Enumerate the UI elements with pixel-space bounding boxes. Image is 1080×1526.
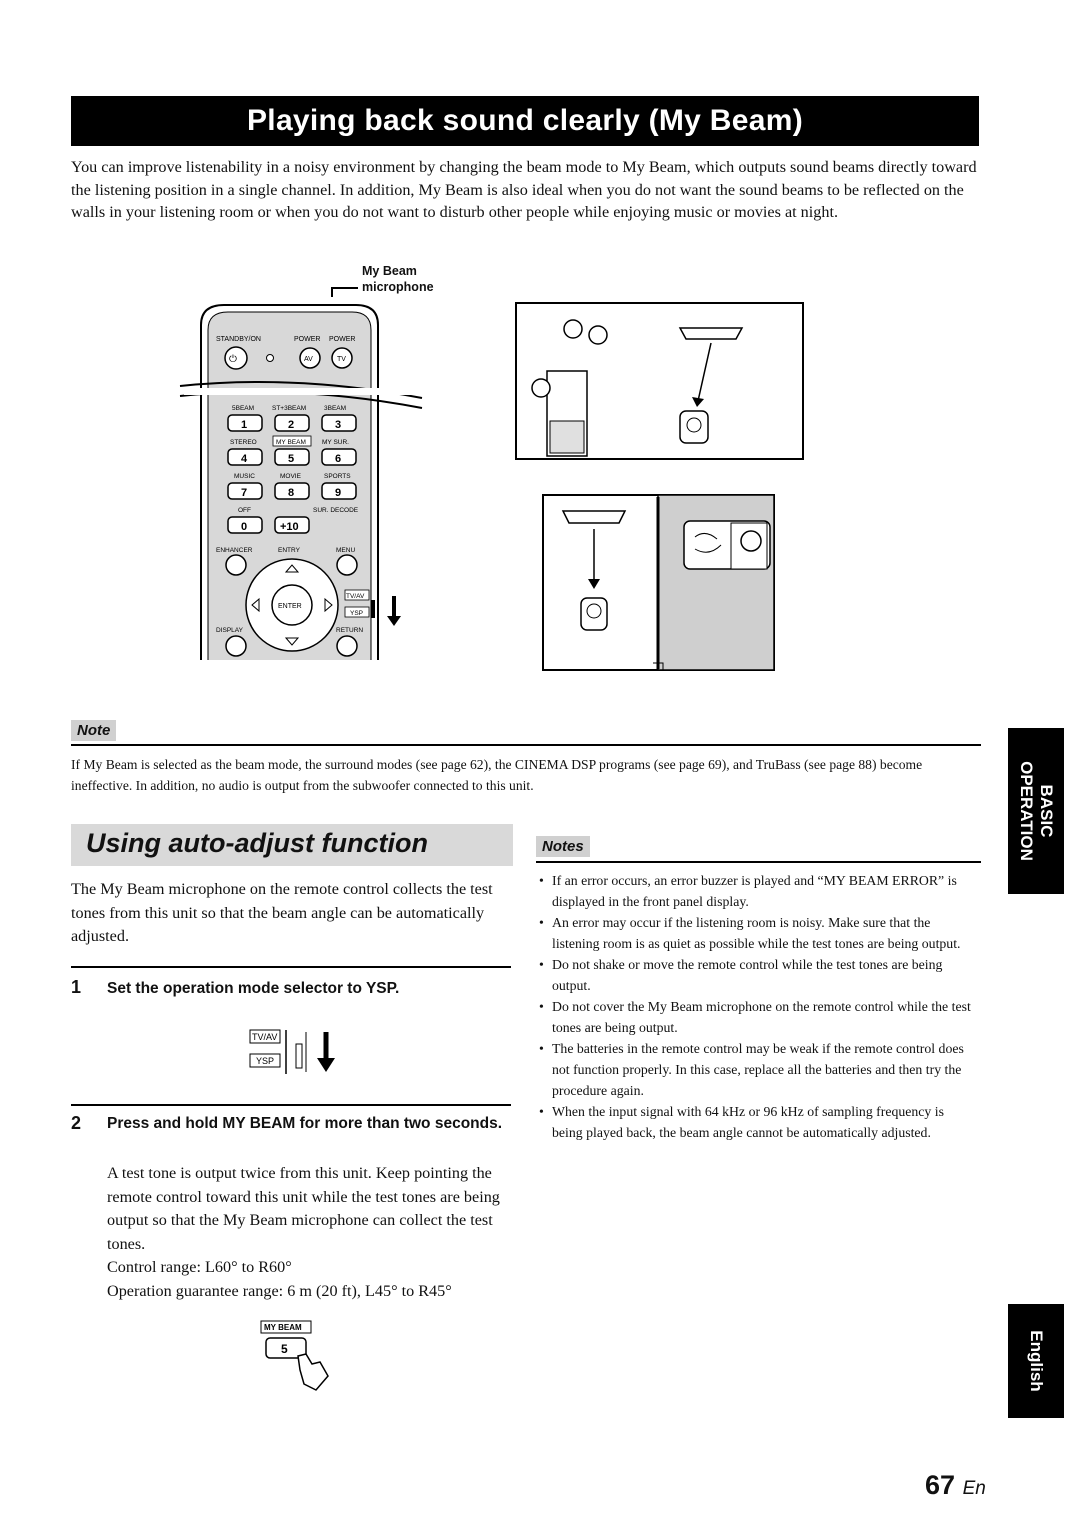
mybeam-key-label: MY BEAM [264,1323,302,1332]
key-label-mysur: MY SUR. [322,439,349,446]
notes-divider [536,861,981,863]
remote-standby-label: STANDBY/ON [216,336,261,343]
key-label-return: RETURN [336,627,363,634]
note-item: If an error occurs, an error buzzer is p… [536,870,976,912]
mybeam-key-figure: MY BEAM 5 [260,1320,329,1391]
key-9: 9 [335,487,341,499]
page-number-value: 67 [925,1470,956,1500]
note-text: If My Beam is selected as the beam mode,… [71,757,923,793]
key-5: 5 [288,453,294,465]
room-diagram-2 [542,494,775,671]
key-plus10: +10 [280,521,299,533]
note-label: Note [71,720,117,741]
side-tab-english: English [1008,1304,1064,1418]
side-tab-english-label: English [1027,1330,1046,1392]
key-label-surdecode: SUR. DECODE [313,507,359,514]
key-2: 2 [288,419,294,431]
key-label-music: MUSIC [234,473,255,480]
switch-label-ysp: YSP [350,610,363,617]
remote-power-av-label: POWER [294,336,320,343]
section-header-bg [71,824,513,866]
step-2-number: 2 [71,1113,82,1133]
intro-paragraph: You can improve listenability in a noisy… [71,158,977,221]
step-divider [71,1104,511,1106]
notes-heading: Notes [536,836,590,857]
key-label-3beam: 3BEAM [324,405,346,412]
key-7: 7 [241,487,247,499]
key-label-display: DISPLAY [216,627,244,634]
soundbar-icon [678,327,744,340]
control-range: Control range: L60° to R60° [107,1258,292,1276]
step-1-number: 1 [71,977,82,997]
key-label-st3beam: ST+3BEAM [272,405,306,412]
guarantee-range: Operation guarantee range: 6 m (20 ft), … [107,1281,452,1300]
listener-icon [740,530,762,552]
page-title: Playing back sound clearly (My Beam) [71,96,979,146]
key-label-5beam: 5BEAM [232,405,254,412]
page-number: 67 En [925,1470,986,1501]
step-divider [71,966,511,968]
step-1-text: Set the operation mode selector to YSP. [107,980,400,997]
key-label-off: OFF [238,507,251,514]
selector-label-tvav: TV/AV [252,1032,277,1042]
note-item: Do not cover the My Beam microphone on t… [536,996,976,1038]
remote-tv-label: TV [337,356,346,363]
key-8: 8 [288,487,294,499]
key-label-menu: MENU [336,547,355,554]
key-4: 4 [241,453,248,465]
soundbar-icon [561,510,627,524]
note-heading: Note [71,720,117,741]
figure-callout: My Beam microphone [362,263,434,295]
mybeam-key-5: 5 [281,1342,288,1356]
step-2-body: A test tone is output twice from this un… [107,1162,517,1303]
notes-list: If an error occurs, an error buzzer is p… [536,870,976,1143]
side-tab-basic-operation: BASIC OPERATION [1008,728,1064,894]
note-item: Do not shake or move the remote control … [536,954,976,996]
section-title: Using auto-adjust function [86,828,428,858]
key-0: 0 [241,521,247,533]
listener-icon [531,319,608,398]
svg-text:⏻: ⏻ [229,354,237,365]
key-label-enhancer: ENHANCER [216,547,253,554]
key-label-sports: SPORTS [324,473,351,480]
key-label-entry: ENTRY [278,547,301,554]
note-item: When the input signal with 64 kHz or 96 … [536,1101,976,1143]
selector-switch-figure: TV/AV YSP [249,1029,335,1074]
side-tab-basic-label: BASIC [1037,784,1056,838]
key-label-stereo: STEREO [230,439,257,446]
remote-power-tv-label: POWER [329,336,355,343]
key-6: 6 [335,453,341,465]
key-enter: ENTER [278,603,302,610]
pointing-hand-icon [297,1353,329,1391]
notes-label: Notes [536,836,590,857]
step-2-text: Press and hold MY BEAM for more than two… [107,1115,503,1132]
note-divider [71,744,981,746]
key-1: 1 [241,419,247,431]
side-tab-operation-label: OPERATION [1017,761,1036,861]
remote-control-figure: STANDBY/ON POWER POWER ⏻ AV TV 5BEAM ST+… [179,287,423,660]
note-item: An error may occur if the listening room… [536,912,976,954]
key-3: 3 [335,419,341,431]
section-intro: The My Beam microphone on the remote con… [71,880,493,945]
step-2-description: A test tone is output twice from this un… [107,1164,500,1253]
page-language: En [962,1478,986,1499]
note-item: The batteries in the remote control may … [536,1038,976,1101]
key-label-movie: MOVIE [280,473,302,480]
switch-label-tvav: TV/AV [346,593,365,600]
selector-label-ysp: YSP [256,1056,274,1066]
room-diagram-1 [515,302,804,460]
remote-av-label: AV [304,356,313,363]
callout-line1: My Beam [362,264,417,278]
key-label-mybeam: MY BEAM [276,439,306,446]
callout-line2: microphone [362,280,434,294]
